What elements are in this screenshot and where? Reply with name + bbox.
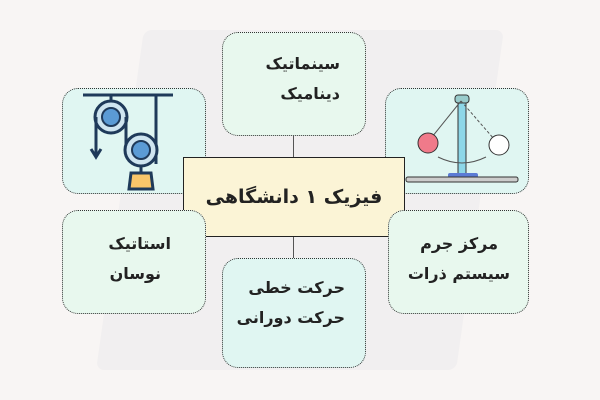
central-topic-title: فیزیک ۱ دانشگاهی [205,186,383,208]
topic-box-kinematics-dynamics: سینماتیک دینامیک [222,32,366,136]
topic-dynamics: دینامیک [280,84,340,103]
topic-box-center-of-mass: مرکز جرم سیستم ذرات [388,210,529,314]
connector-top [293,135,294,157]
topic-center-of-mass: مرکز جرم [420,234,498,253]
pendulum-image-box [385,88,529,194]
topic-rotational-motion: حرکت دورانی [236,308,345,327]
topic-kinematics: سینماتیک [265,54,340,73]
topic-oscillation: نوسان [109,264,161,283]
central-topic: فیزیک ۱ دانشگاهی [183,157,405,237]
pulley-image-box [62,88,206,194]
topic-box-motion: حرکت خطی حرکت دورانی [222,258,366,368]
pendulum-collision-icon [405,94,519,183]
topic-box-statics-oscillation: استاتیک نوسان [62,210,206,314]
topic-statics: استاتیک [108,234,171,253]
connector-bottom [293,236,294,258]
pulley-system-icon [83,93,173,191]
topic-particle-systems: سیستم ذرات [407,264,510,283]
topic-linear-motion: حرکت خطی [248,278,345,297]
